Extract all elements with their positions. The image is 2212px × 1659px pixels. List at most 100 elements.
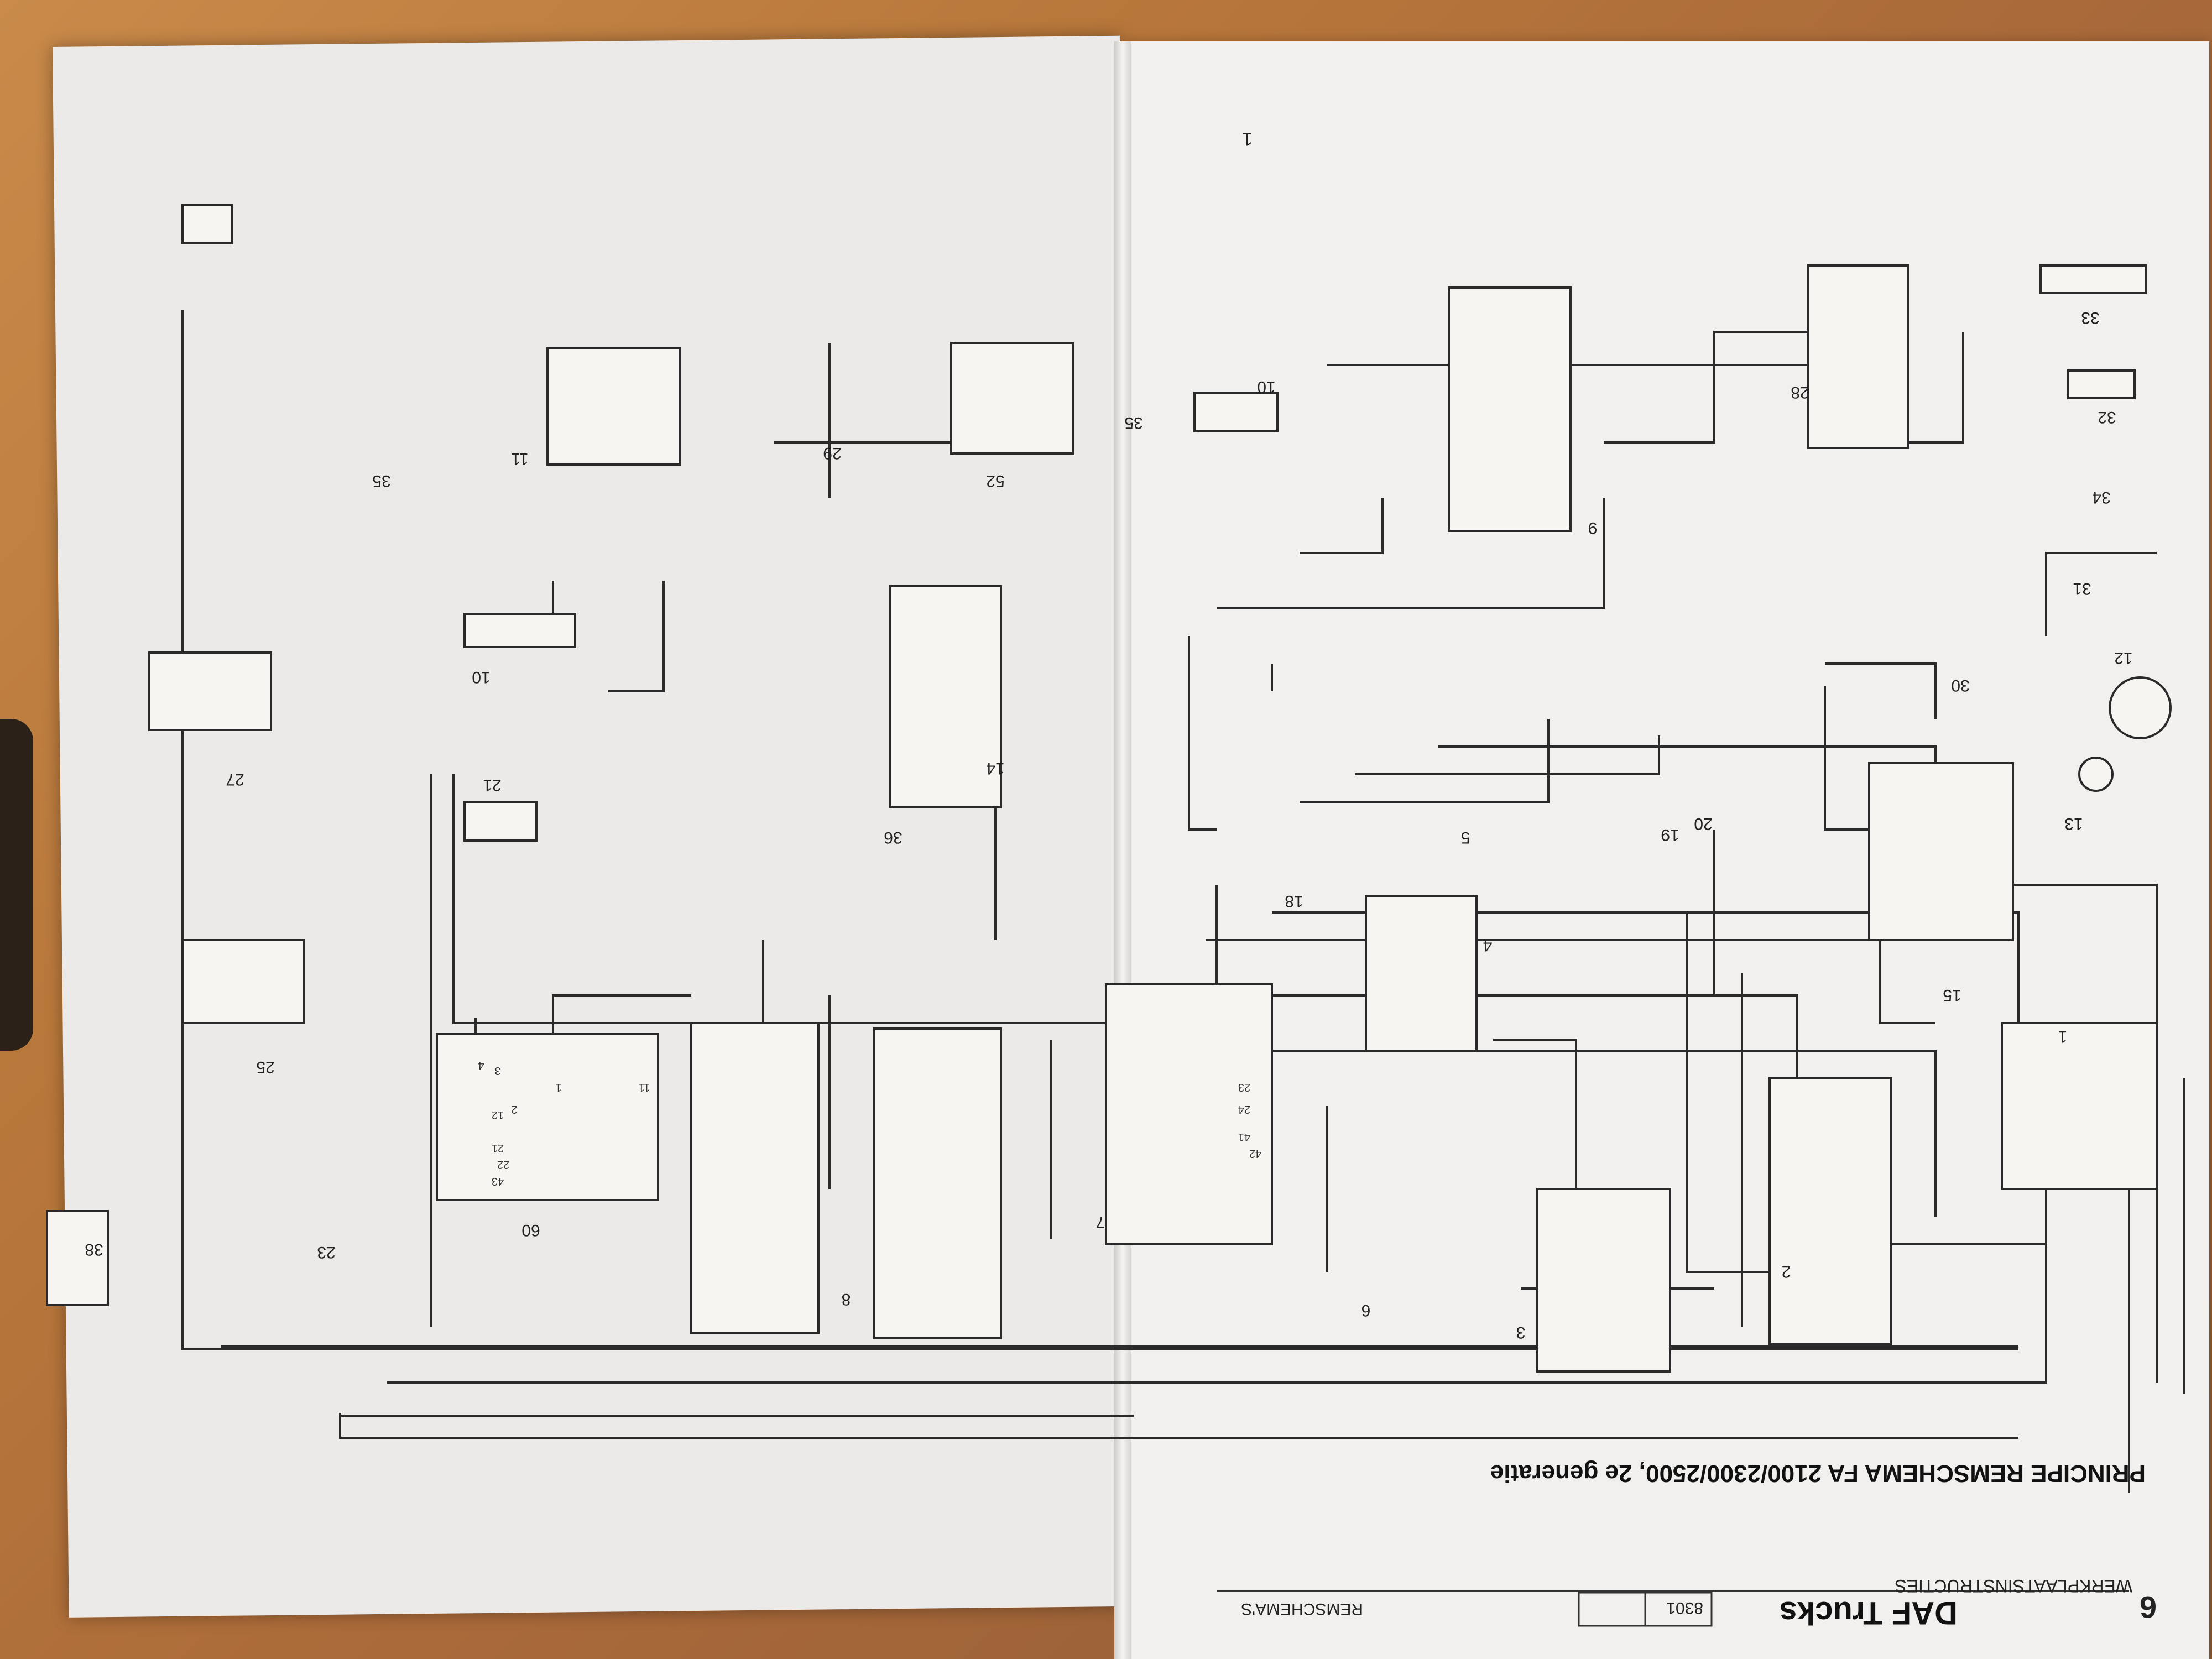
- page-number: 6: [2140, 1590, 2157, 1625]
- port-label-4: 11: [639, 1081, 650, 1093]
- component-label-c13: 13: [2064, 815, 2083, 833]
- component-label-c14: 14: [986, 759, 1004, 778]
- port-label-7: 22: [497, 1159, 509, 1171]
- title-block: 6 DAF Trucks REMSCHEMA'S 8301 WERKPLAATS…: [1217, 128, 2157, 1631]
- component-label-c34: 34: [2092, 488, 2110, 507]
- air-tank-4: [1365, 895, 1478, 1052]
- pipe-38: [1300, 498, 1384, 554]
- pipe-4: [387, 1172, 2047, 1384]
- port-label-5: 12: [492, 1109, 504, 1121]
- pipe-16: [1300, 719, 1550, 803]
- spring-brake-11: [546, 347, 681, 466]
- hand-brake-valve-28: [1807, 264, 1909, 449]
- component-label-c27: 27: [226, 770, 244, 789]
- component-label-c1: 1: [2058, 1027, 2068, 1046]
- pipe-23: [1991, 884, 2158, 1383]
- pipe-9: [1206, 939, 1936, 1024]
- component-label-c35a: 35: [372, 472, 390, 490]
- pipe-40: [1825, 662, 1937, 719]
- component-label-c30: 30: [1951, 676, 1969, 695]
- section-label: REMSCHEMA'S: [1241, 1600, 1363, 1618]
- component-label-c23: 23: [317, 1243, 335, 1261]
- foot-brake-valve-9: [1448, 286, 1572, 532]
- trailer-control-valve-15: [1868, 762, 2014, 941]
- port-label-0: 1: [555, 1081, 561, 1093]
- pipe-12: [452, 774, 1217, 1024]
- compressor-1: [2001, 1022, 2158, 1190]
- component-label-c35b: 35: [1124, 414, 1142, 432]
- port-label-10: 41: [1238, 1131, 1250, 1143]
- component-label-c15: 15: [1943, 986, 1961, 1004]
- pipe-43: [2045, 552, 2157, 636]
- warning-lamp-13: [2078, 757, 2114, 792]
- component-label-c21: 21: [483, 776, 501, 794]
- component-label-c25: 25: [256, 1058, 274, 1076]
- port-label-3: 4: [478, 1059, 484, 1071]
- component-label-c7: 7: [1096, 1213, 1105, 1231]
- component-label-c4: 4: [1483, 936, 1493, 954]
- pipe-42: [1188, 636, 1217, 831]
- pipe-30: [1908, 332, 1964, 444]
- cylinder-33: [2039, 264, 2147, 294]
- component-label-c10b: 10: [1257, 378, 1275, 396]
- hand-edge: [0, 719, 33, 1051]
- component-label-c32: 32: [2098, 408, 2116, 426]
- component-label-c6: 6: [1361, 1301, 1371, 1319]
- valve-10a: [463, 613, 576, 648]
- port-label-6: 21: [492, 1142, 504, 1154]
- component-label-c38: 38: [85, 1240, 103, 1259]
- brake-chamber-25: [181, 939, 305, 1024]
- protection-valve-7: [1105, 983, 1273, 1245]
- component-label-c5: 5: [1461, 828, 1470, 847]
- component-label-c31: 31: [2073, 580, 2091, 598]
- upside-down-content: 6 DAF Trucks REMSCHEMA'S 8 30 1 WERKPLAATS…: [46, 128, 2185, 1631]
- port-label-11: 42: [1249, 1147, 1261, 1160]
- component-label-c36: 36: [884, 828, 902, 847]
- coupling-head-38: [46, 1210, 109, 1306]
- air-tank-8a: [690, 1022, 820, 1334]
- port-label-1: 2: [511, 1103, 517, 1115]
- component-label-c52: 52: [986, 472, 1004, 490]
- component-labels: 1234567891010111213141518192021232527282…: [85, 309, 2132, 1342]
- pipe-17: [1355, 735, 1660, 775]
- component-label-c12: 12: [2114, 649, 2132, 667]
- component-label-c28: 28: [1791, 383, 1809, 401]
- governor-valve-2: [1768, 1077, 1892, 1345]
- pipe-41: [1217, 498, 1605, 609]
- component-label-c8: 8: [842, 1290, 851, 1308]
- pipe-2: [339, 1413, 2018, 1439]
- relay-valve-60: [436, 1033, 659, 1201]
- component-label-c18: 18: [1285, 892, 1303, 910]
- spring-brake-52: [950, 342, 1074, 455]
- switch-32: [2067, 369, 2136, 399]
- component-label-c33: 33: [2081, 309, 2099, 327]
- valve-21: [463, 801, 538, 842]
- page-fold: [1114, 41, 1131, 1659]
- component-symbols: [46, 204, 2172, 1373]
- component-label-c20: 20: [1694, 815, 1712, 833]
- air-tank-8b: [873, 1027, 1002, 1339]
- component-label-c2: 2: [1782, 1262, 1791, 1281]
- category-label: WERKPLAATSINSTRUCTIES: [1895, 1576, 2132, 1596]
- load-sensing-valve-14: [889, 585, 1002, 808]
- brake-chamber-27: [148, 651, 272, 731]
- component-label-c11: 11: [511, 450, 528, 468]
- cap-fitting: [181, 204, 233, 244]
- port-label-8: 23: [1238, 1081, 1250, 1093]
- port-label-9: 24: [1238, 1103, 1250, 1115]
- brand-logo: DAF Trucks: [1780, 1595, 1958, 1631]
- component-label-c9: 9: [1588, 519, 1598, 537]
- component-label-c19: 19: [1661, 826, 1679, 844]
- right-page: [1125, 41, 2209, 1659]
- valve-10b: [1193, 392, 1279, 432]
- diagram-title: PRINCIPE REMSCHEMA FA 2100/2300/2500, 2e…: [1490, 1460, 2146, 1487]
- component-label-c10a: 10: [472, 668, 490, 686]
- component-label-c29: 29: [823, 444, 841, 462]
- pipe-33: [608, 581, 665, 692]
- port-label-2: 3: [494, 1065, 500, 1077]
- component-label-c3: 3: [1516, 1323, 1526, 1342]
- air-tank-3: [1536, 1188, 1671, 1373]
- sheet-number: 1: [1242, 128, 1253, 149]
